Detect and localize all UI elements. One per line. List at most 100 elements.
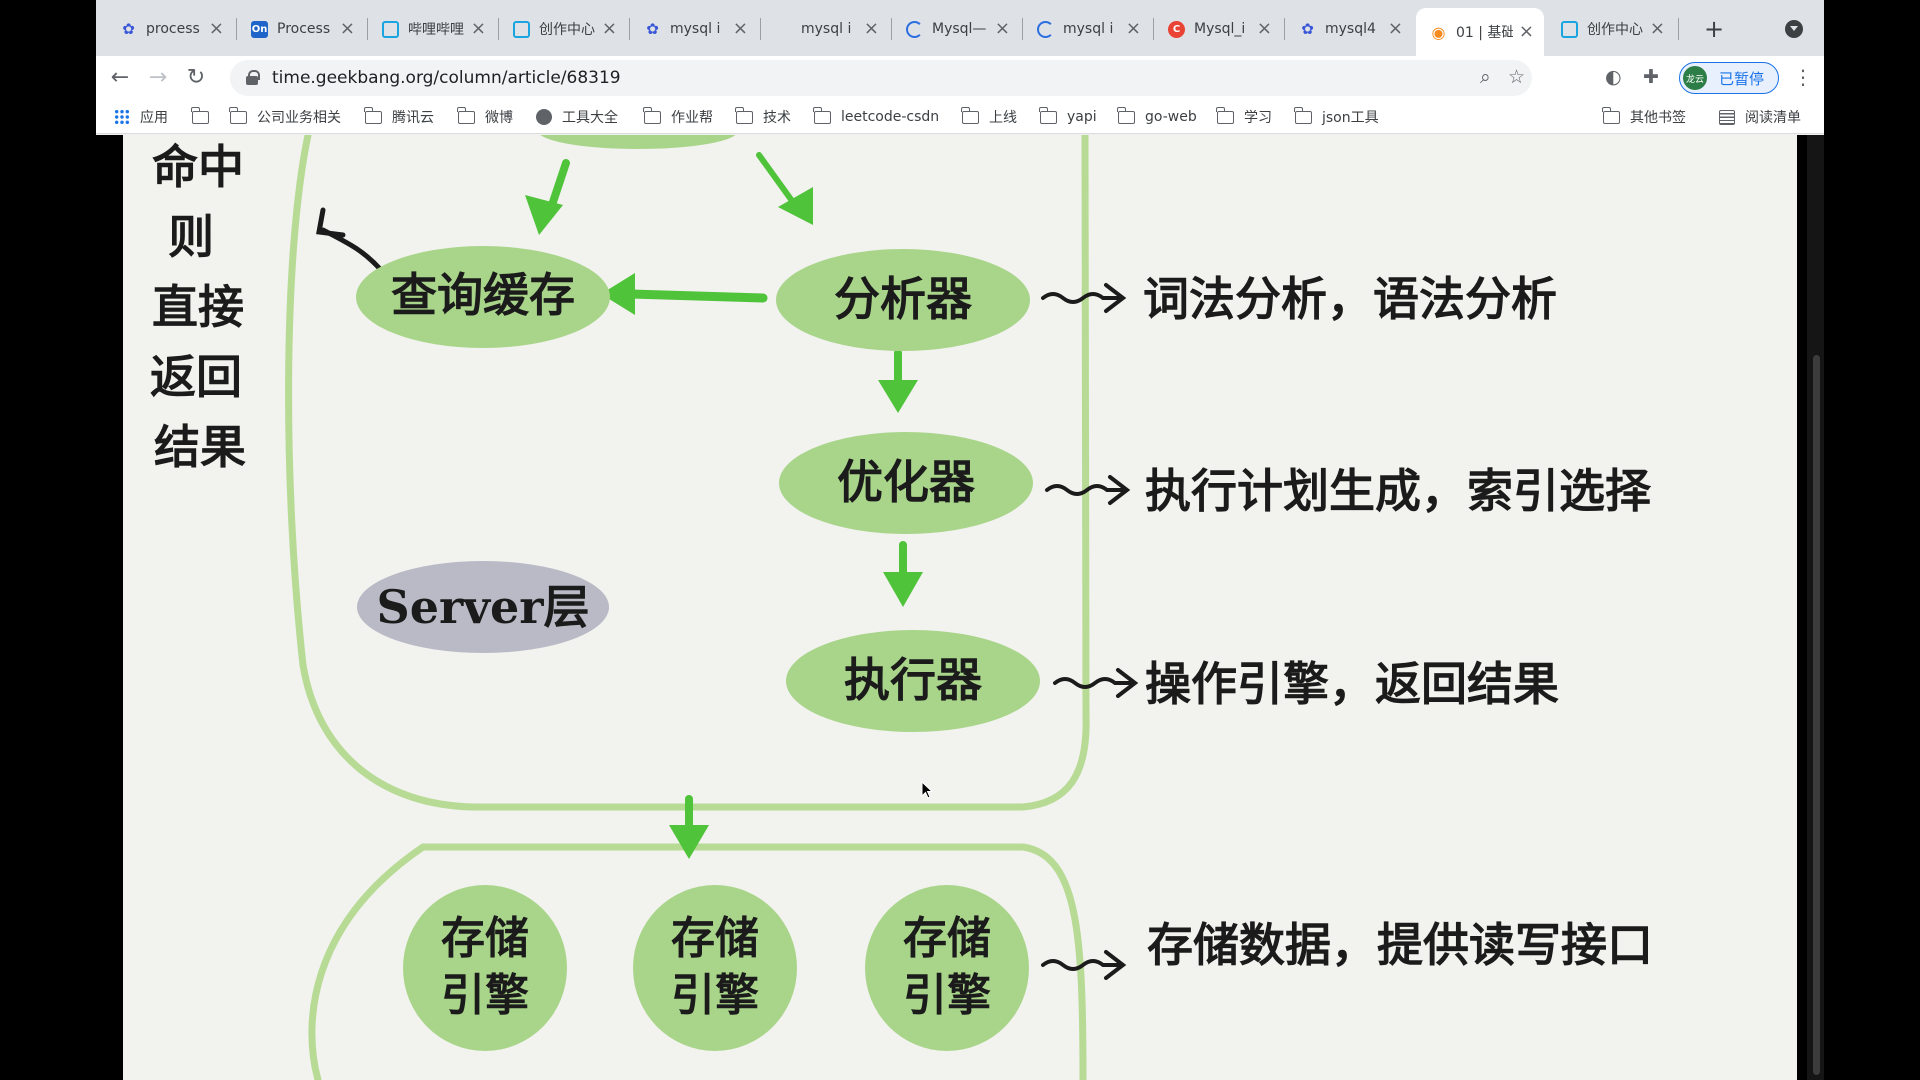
folder-icon xyxy=(1117,106,1135,124)
tab-separator xyxy=(891,18,892,40)
baidu-paw-icon: ✿ xyxy=(1301,20,1314,38)
optimizer-label: 优化器 xyxy=(837,455,976,509)
analyzer-description: 词法分析，语法分析 xyxy=(1143,272,1557,326)
back-arrow-icon[interactable]: ← xyxy=(110,65,130,90)
reload-icon[interactable]: ↻ xyxy=(186,65,206,90)
bookmark-folder-yapi[interactable]: yapi xyxy=(1039,106,1097,128)
baidu-paw-icon: ✿ xyxy=(646,20,659,38)
toolbar: ← → ↻ time.geekbang.org/column/article/6… xyxy=(96,56,1824,100)
bookmark-apps[interactable]: 应用 xyxy=(114,106,168,128)
close-icon[interactable]: × xyxy=(994,18,1010,39)
mouse-cursor-icon xyxy=(921,781,934,799)
folder-icon xyxy=(735,106,753,124)
close-icon[interactable]: × xyxy=(470,18,486,39)
close-icon[interactable]: × xyxy=(339,18,355,39)
close-icon[interactable]: × xyxy=(1387,18,1403,39)
analyzer-node: 分析器 xyxy=(776,249,1030,351)
top-partial-node xyxy=(540,135,736,149)
tab-mysql-1[interactable]: ✿mysql i× xyxy=(630,10,758,48)
puzzle-extensions-icon[interactable]: ✚ xyxy=(1643,66,1659,88)
squiggle-arrow-executor xyxy=(1053,668,1139,698)
new-tab-button[interactable]: + xyxy=(1703,15,1725,43)
bookmark-star-icon[interactable]: ☆ xyxy=(1508,66,1526,88)
executor-node: 执行器 xyxy=(786,630,1040,732)
optimizer-node: 优化器 xyxy=(779,432,1033,534)
bookmark-folder-company[interactable]: 公司业务相关 xyxy=(229,106,341,128)
bookmark-folder-study[interactable]: 学习 xyxy=(1216,106,1272,128)
optimizer-description: 执行计划生成，索引选择 xyxy=(1145,464,1652,518)
tab-creator-center-2[interactable]: 创作中心× xyxy=(1547,10,1675,48)
tab-mysql-6[interactable]: ✿mysql4× xyxy=(1285,10,1413,48)
bookmark-folder-zuoyebang[interactable]: 作业帮 xyxy=(643,106,713,128)
forward-arrow-icon[interactable]: → xyxy=(148,65,168,90)
page-content: 查询缓存 分析器 优化器 执行器 Server层 xyxy=(96,135,1824,1080)
article-figure: 查询缓存 分析器 优化器 执行器 Server层 xyxy=(123,135,1797,1080)
hit-return-note: 命中 则 直接 返回 结果 xyxy=(150,140,246,474)
bookmark-other[interactable]: 其他书签 xyxy=(1602,106,1686,128)
lock-icon[interactable] xyxy=(246,70,260,85)
close-icon[interactable]: × xyxy=(1125,18,1141,39)
storage-engine-label-bottom: 引擎 xyxy=(671,970,759,1021)
reading-list[interactable]: 阅读清单 xyxy=(1719,106,1801,128)
storage-description: 存储数据，提供读写接口 xyxy=(1147,918,1653,972)
close-icon[interactable]: × xyxy=(863,18,879,39)
tab-separator xyxy=(498,18,499,40)
tab-mysql-2[interactable]: mysql i× xyxy=(761,10,889,48)
url-text: time.geekbang.org/column/article/68319 xyxy=(272,68,621,88)
storage-engine-1: 存储 引擎 xyxy=(403,885,567,1051)
folder-icon xyxy=(813,106,831,124)
scrollbar-thumb[interactable] xyxy=(1813,355,1820,1075)
storage-engine-3: 存储 引擎 xyxy=(865,885,1029,1051)
bilibili-icon xyxy=(382,20,399,38)
folder-icon xyxy=(1602,106,1620,124)
bookmark-folder-release[interactable]: 上线 xyxy=(961,106,1017,128)
arrow-server-to-storage xyxy=(669,795,709,859)
profile-button[interactable]: 龙云 已暂停 xyxy=(1679,62,1779,94)
executor-description: 操作引擎，返回结果 xyxy=(1145,657,1559,711)
zoom-icon[interactable]: ⌕ xyxy=(1480,66,1491,88)
bookmark-folder-weibo[interactable]: 微博 xyxy=(457,106,513,128)
bookmark-tools[interactable]: 工具大全 xyxy=(536,106,618,128)
close-icon[interactable]: × xyxy=(601,18,617,39)
tab-search-icon[interactable] xyxy=(1785,20,1803,38)
close-icon[interactable]: × xyxy=(732,18,748,39)
tab-active-article[interactable]: ◉01 | 基础× xyxy=(1416,8,1544,56)
address-bar[interactable]: time.geekbang.org/column/article/68319 ⌕… xyxy=(230,60,1532,96)
mysql-architecture-diagram: 查询缓存 分析器 优化器 执行器 Server层 xyxy=(150,135,1653,1080)
tab-mysql-3[interactable]: Mysql—× xyxy=(892,10,1020,48)
csdn-c-icon: C xyxy=(1168,20,1185,38)
tab-creator-center-1[interactable]: 创作中心× xyxy=(499,10,627,48)
tab-process-1[interactable]: ✿process× xyxy=(106,10,234,48)
storage-engine-label-top: 存储 xyxy=(441,913,529,964)
tab-mysql-4[interactable]: mysql i× xyxy=(1023,10,1151,48)
tab-separator xyxy=(1284,18,1285,40)
close-icon[interactable]: × xyxy=(1649,18,1665,39)
bilibili-icon xyxy=(513,20,530,38)
executor-label: 执行器 xyxy=(844,653,983,707)
bookmark-folder-json-tools[interactable]: json工具 xyxy=(1294,106,1379,128)
close-icon[interactable]: × xyxy=(1518,21,1534,42)
note-line-5: 结果 xyxy=(154,420,246,474)
bookmark-folder-tencent-cloud[interactable]: 腾讯云 xyxy=(364,106,434,128)
menu-kebab-icon[interactable]: ⋮ xyxy=(1793,65,1813,89)
folder-icon xyxy=(191,106,209,124)
folder-icon xyxy=(364,106,382,124)
bookmarks-bar: 应用 公司业务相关 腾讯云 微博 工具大全 作业帮 技术 leetcode-cs… xyxy=(96,100,1824,134)
arrow-to-query-cache xyxy=(525,159,570,235)
bookmark-folder-blank[interactable] xyxy=(191,106,219,128)
bookmark-folder-leetcode[interactable]: leetcode-csdn xyxy=(813,106,939,128)
tab-separator xyxy=(760,18,761,40)
storage-engine-label-top: 存储 xyxy=(671,913,759,964)
extension-icon[interactable]: ◐ xyxy=(1605,66,1622,88)
server-layer-outline xyxy=(285,135,1090,811)
folder-icon xyxy=(1216,106,1234,124)
bookmark-folder-tech[interactable]: 技术 xyxy=(735,106,791,128)
tab-bilibili[interactable]: 哔哩哔哩× xyxy=(368,10,496,48)
close-icon[interactable]: × xyxy=(1256,18,1272,39)
close-icon[interactable]: × xyxy=(208,18,224,39)
bookmark-folder-go-web[interactable]: go-web xyxy=(1117,106,1197,128)
